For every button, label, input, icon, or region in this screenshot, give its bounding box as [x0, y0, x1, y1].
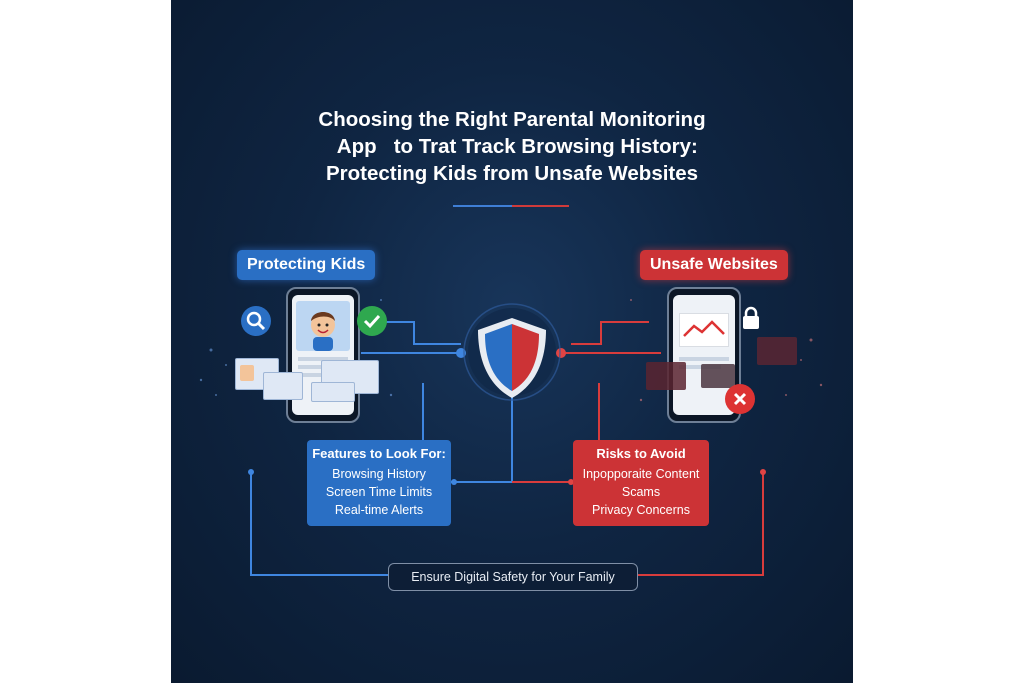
lock-icon: [741, 306, 761, 330]
title-line-1: Choosing the Right Parental Monitoring: [318, 108, 706, 131]
red-wires: [512, 321, 764, 576]
title-line-2: App to Trat Track Browsing History:: [326, 135, 698, 158]
left-phone: [286, 287, 360, 423]
browsing-card: [311, 382, 355, 402]
node-right: [556, 348, 566, 358]
browsing-card: [263, 372, 303, 400]
protecting-kids-label: Protecting Kids: [237, 250, 376, 280]
blocked-site-thumb: [646, 362, 686, 390]
connector-lines: [199, 205, 823, 576]
blocked-site-thumb: [757, 337, 797, 365]
risk-item: Scams: [621, 485, 661, 499]
search-icon: [241, 306, 271, 336]
footer-banner: Ensure Digital Safety for Your Family: [388, 563, 638, 591]
node-bl: [248, 469, 254, 475]
page-title: Choosing the Right Parental Monitoring A…: [171, 106, 853, 187]
features-heading: Features to Look For:: [312, 446, 446, 461]
check-icon: [357, 306, 387, 336]
risks-box: Risks to Avoid Inpopporaite Content Scam…: [573, 440, 709, 526]
risks-heading: Risks to Avoid: [596, 446, 686, 461]
features-box: Features to Look For: Browsing History S…: [307, 440, 451, 526]
risk-item: Inpopporaite Content: [582, 467, 700, 481]
node-br: [760, 469, 766, 475]
feature-item: Real-time Alerts: [334, 503, 424, 517]
trend-chart-icon: [679, 313, 729, 347]
blocked-site-thumb: [701, 364, 735, 388]
risk-item: Privacy Concerns: [592, 503, 690, 517]
infographic-panel: Choosing the Right Parental Monitoring A…: [171, 0, 853, 683]
close-icon: [725, 384, 755, 414]
feature-item: Screen Time Limits: [325, 485, 433, 499]
shield-icon: [478, 318, 546, 398]
title-line-3: Protecting Kids from Unsafe Websites: [325, 162, 699, 185]
kid-avatar-icon: [296, 301, 350, 351]
feature-item: Browsing History: [332, 467, 426, 481]
unsafe-websites-label: Unsafe Websites: [640, 250, 788, 280]
